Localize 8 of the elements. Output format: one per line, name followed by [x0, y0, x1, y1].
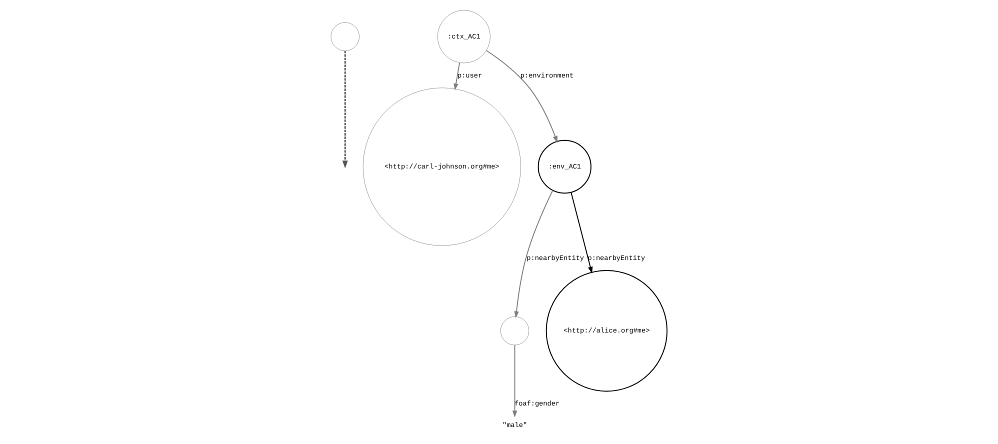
arrow: [454, 62, 460, 90]
arrow: [342, 50, 348, 168]
arrow: [570, 192, 593, 274]
arrow: [486, 50, 558, 143]
arrow: [512, 344, 518, 418]
arrow: [514, 190, 554, 318]
node-circle: [500, 316, 530, 346]
node-circle: [330, 22, 360, 52]
